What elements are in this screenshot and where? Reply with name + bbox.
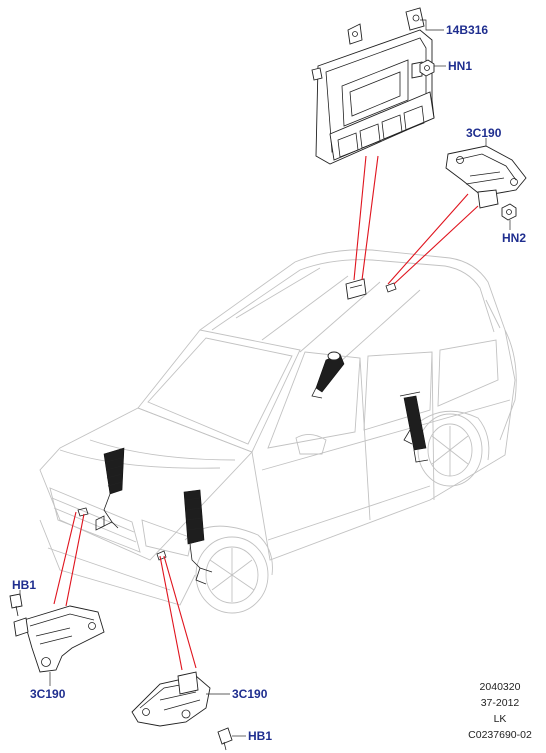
bolt-hb1-bottom xyxy=(217,727,233,751)
nut-hn2 xyxy=(501,203,517,221)
callout-sensor-bottom: 3C190 xyxy=(232,687,268,701)
callout-nut-top: HN1 xyxy=(448,59,472,73)
front-right-air-spring xyxy=(183,489,213,585)
nut-hn1 xyxy=(419,59,435,77)
callout-sensor-right: 3C190 xyxy=(466,126,502,140)
height-sensor-bottom xyxy=(131,671,211,727)
callout-module: 14B316 xyxy=(446,23,488,37)
sensor-location-front-right xyxy=(156,550,167,561)
callout-nut-right: HN2 xyxy=(502,231,526,245)
vehicle-outline xyxy=(39,249,517,614)
reference-line-3: LK xyxy=(494,713,507,725)
height-sensor-right xyxy=(445,145,527,209)
sensor-location-front-left xyxy=(77,507,89,517)
front-left-air-spring xyxy=(95,447,125,531)
reference-block: 2040320 37-2012 LK C0237690-02 xyxy=(468,681,532,741)
location-indicator-lines xyxy=(53,155,479,671)
module-location xyxy=(345,278,367,300)
sensor-location-rear xyxy=(385,282,397,293)
reference-line-4: C0237690-02 xyxy=(468,729,532,741)
callout-sensor-left: 3C190 xyxy=(30,687,66,701)
rear-right-damper xyxy=(399,391,429,463)
height-sensor-left xyxy=(13,605,105,673)
callout-bolt-bottom: HB1 xyxy=(248,729,272,743)
rear-left-damper xyxy=(311,351,345,399)
suspension-control-module xyxy=(311,7,435,165)
reference-line-1: 2040320 xyxy=(480,681,521,693)
reference-line-2: 37-2012 xyxy=(481,697,520,709)
callout-bolt-left: HB1 xyxy=(12,578,36,592)
bolt-hb1-left xyxy=(9,593,23,617)
leader-lines xyxy=(19,19,511,737)
